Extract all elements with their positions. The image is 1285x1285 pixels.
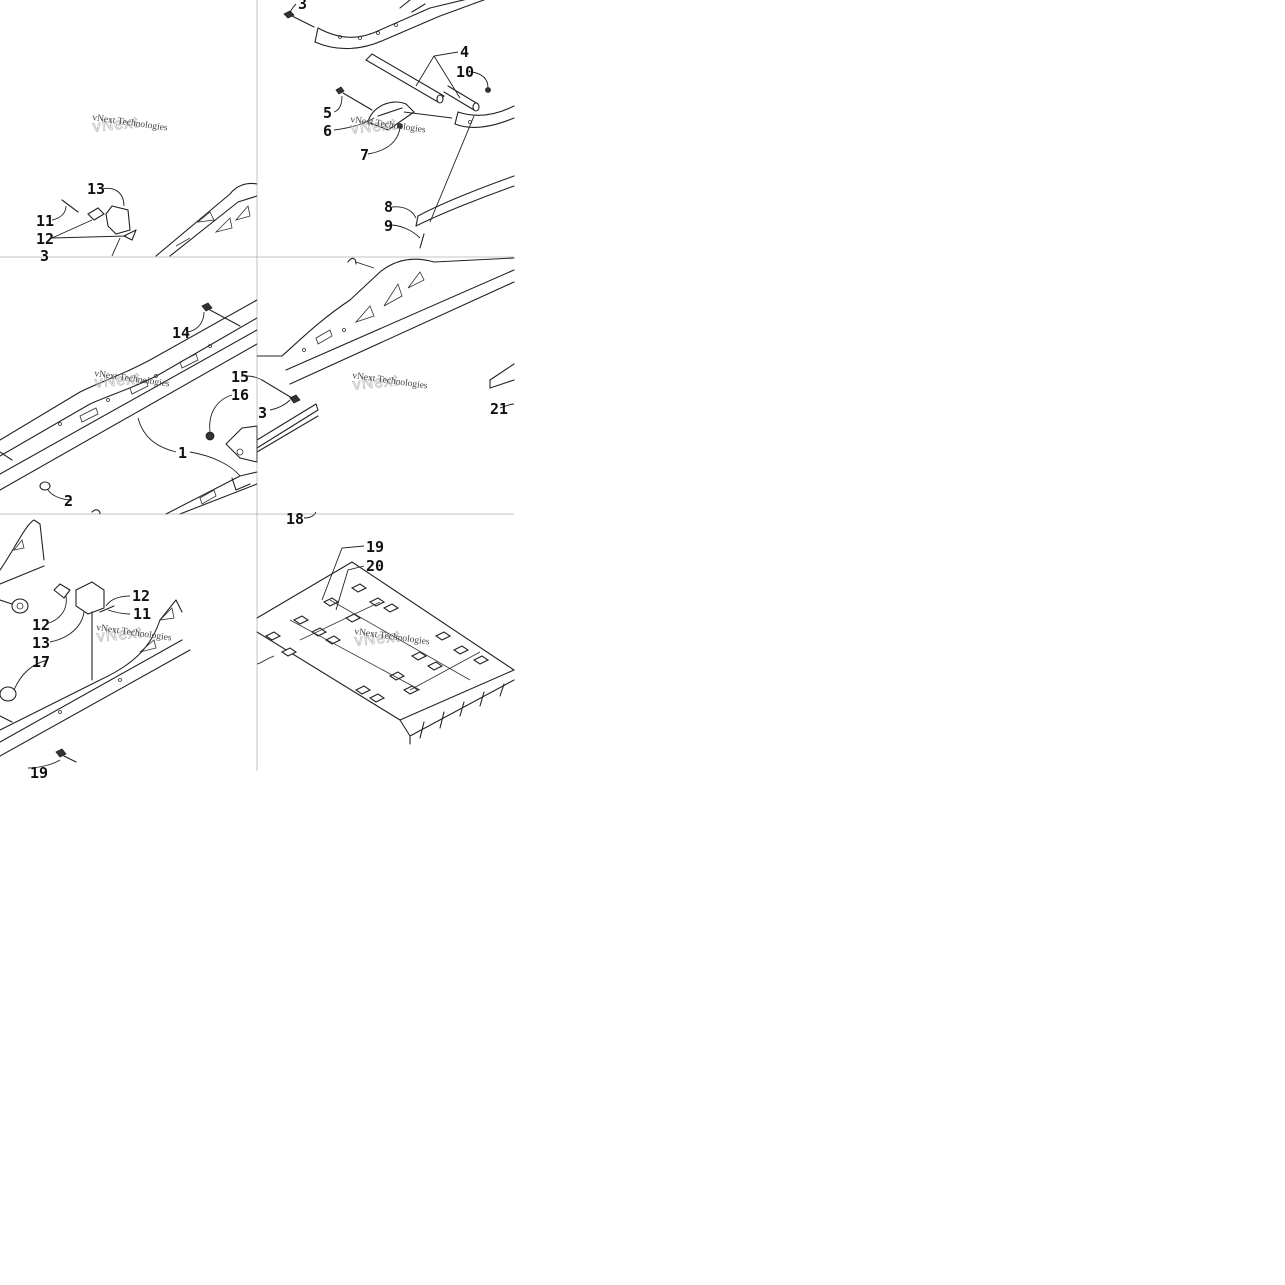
watermarks: vNext vNext Technologies vNext vNext Tec… xyxy=(92,113,431,650)
callout-3: 3 xyxy=(40,247,49,265)
pin-icon xyxy=(61,199,79,213)
bolt-icon xyxy=(201,302,241,327)
callout-19: 19 xyxy=(366,538,384,556)
callout-9: 9 xyxy=(384,217,393,235)
nut-icon xyxy=(205,431,215,441)
nut-icon xyxy=(485,87,491,93)
bumper-icon xyxy=(105,205,131,235)
callout-13: 13 xyxy=(87,180,105,198)
shock-absorber-icon xyxy=(365,53,480,112)
spacer-icon xyxy=(0,686,17,702)
callout-6: 6 xyxy=(323,122,332,140)
callout-19: 19 xyxy=(30,764,48,782)
callout-leaders xyxy=(13,3,515,769)
bracket-icon xyxy=(225,425,258,463)
clip-icon xyxy=(123,229,137,241)
bolt-icon xyxy=(55,748,77,763)
callout-21: 21 xyxy=(490,400,508,418)
callout-18: 18 xyxy=(286,510,304,528)
svg-text:vNext: vNext xyxy=(92,114,139,136)
callout-numbers: 3 4 10 5 6 7 8 9 13 11 12 3 14 1 2 15 16… xyxy=(30,0,508,782)
tile-rail-left xyxy=(0,299,258,515)
tile-track xyxy=(256,561,515,745)
tile-bumper-top xyxy=(61,182,258,257)
svg-text:vNext: vNext xyxy=(352,372,399,394)
callout-15: 15 xyxy=(231,368,249,386)
callout-10: 10 xyxy=(456,63,474,81)
callout-11: 11 xyxy=(36,212,54,230)
tile-rail-center xyxy=(256,257,515,453)
pin-icon xyxy=(99,605,115,613)
callout-11: 11 xyxy=(133,605,151,623)
tile-seams xyxy=(0,0,514,771)
callout-7: 7 xyxy=(360,146,369,164)
callout-20: 20 xyxy=(366,557,384,575)
clip-icon xyxy=(347,257,357,265)
callout-14: 14 xyxy=(172,324,190,342)
callout-12: 12 xyxy=(32,616,50,634)
svg-text:vNext: vNext xyxy=(96,624,143,646)
callout-3: 3 xyxy=(298,0,307,13)
track-lugs xyxy=(264,583,490,703)
svg-text:vNext: vNext xyxy=(354,628,401,650)
callout-4: 4 xyxy=(460,43,469,61)
tile-rail-shock xyxy=(283,0,515,249)
screw-icon xyxy=(419,233,425,249)
callout-1: 1 xyxy=(178,444,187,462)
washer-icon xyxy=(39,481,51,491)
callout-5: 5 xyxy=(323,104,332,122)
callout-17: 17 xyxy=(32,653,50,671)
callout-13: 13 xyxy=(32,634,50,652)
clip-icon xyxy=(53,583,71,599)
idler-wheel-icon xyxy=(367,101,415,131)
wear-strip-icon xyxy=(415,175,515,227)
callout-12: 12 xyxy=(132,587,150,605)
bumper-icon xyxy=(75,581,105,615)
callout-3: 3 xyxy=(258,404,267,422)
wheel-icon xyxy=(11,598,29,614)
clip-icon xyxy=(87,207,105,221)
callout-2: 2 xyxy=(64,492,73,510)
callout-12: 12 xyxy=(36,230,54,248)
bolt-icon xyxy=(261,379,301,404)
svg-text:vNext: vNext xyxy=(350,116,397,138)
tile-rail-bottom xyxy=(0,519,191,763)
bolt-icon xyxy=(283,10,315,28)
slide-icon xyxy=(256,403,319,449)
svg-text:vNext: vNext xyxy=(94,370,141,392)
callout-8: 8 xyxy=(384,198,393,216)
bolt-icon xyxy=(335,86,373,111)
callout-16: 16 xyxy=(231,386,249,404)
